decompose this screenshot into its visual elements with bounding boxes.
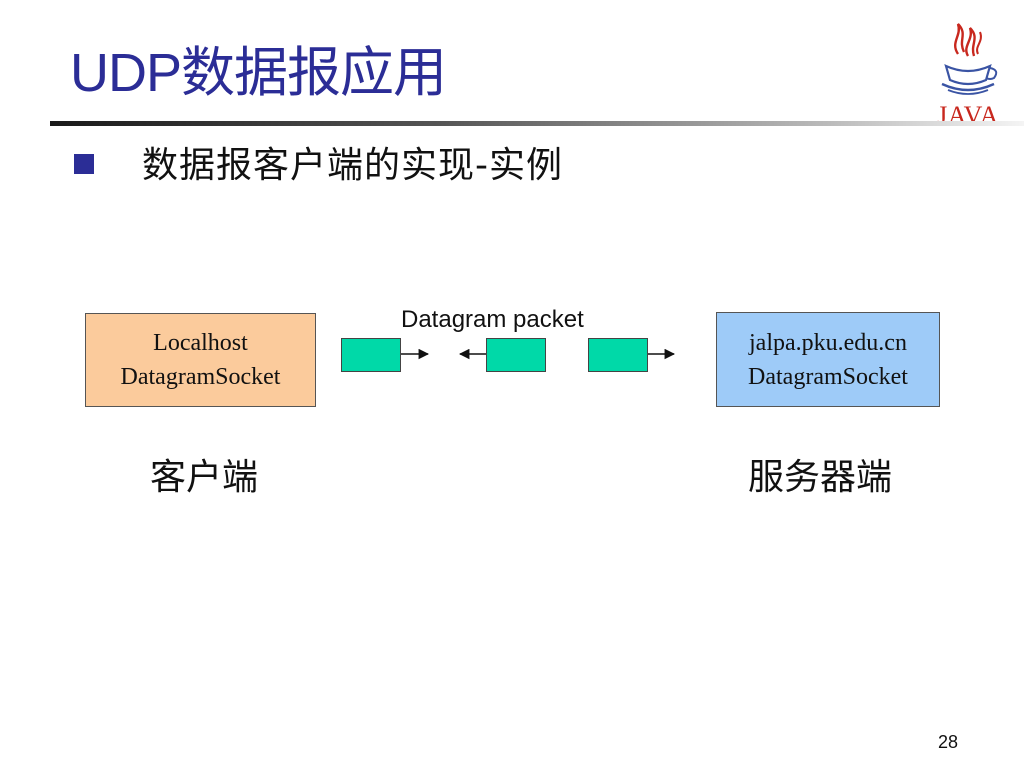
title-divider (50, 121, 1024, 126)
client-caption: 客户端 (150, 457, 259, 498)
server-socket-label: DatagramSocket (748, 363, 908, 390)
client-host-label: Localhost (153, 330, 248, 356)
page-number: 28 (938, 732, 959, 752)
bullet-text: 数据报客户端的实现-实例 (142, 145, 563, 186)
server-host-label: jalpa.pku.edu.cn (749, 329, 907, 356)
datagram-packet-label: Datagram packet (401, 306, 584, 333)
datagram-packet-outgoing (341, 338, 401, 372)
client-socket-box: Localhost DatagramSocket (85, 313, 316, 407)
server-socket-box: jalpa.pku.edu.cn DatagramSocket (716, 312, 940, 407)
datagram-packet-incoming (486, 338, 546, 372)
datagram-packet-outgoing (588, 338, 648, 372)
slide-title: UDP数据报应用 (70, 43, 447, 103)
client-socket-label: DatagramSocket (120, 364, 281, 390)
java-coffee-cup-icon (941, 23, 998, 95)
server-caption: 服务器端 (748, 457, 893, 498)
bullet-square-icon (74, 154, 94, 174)
